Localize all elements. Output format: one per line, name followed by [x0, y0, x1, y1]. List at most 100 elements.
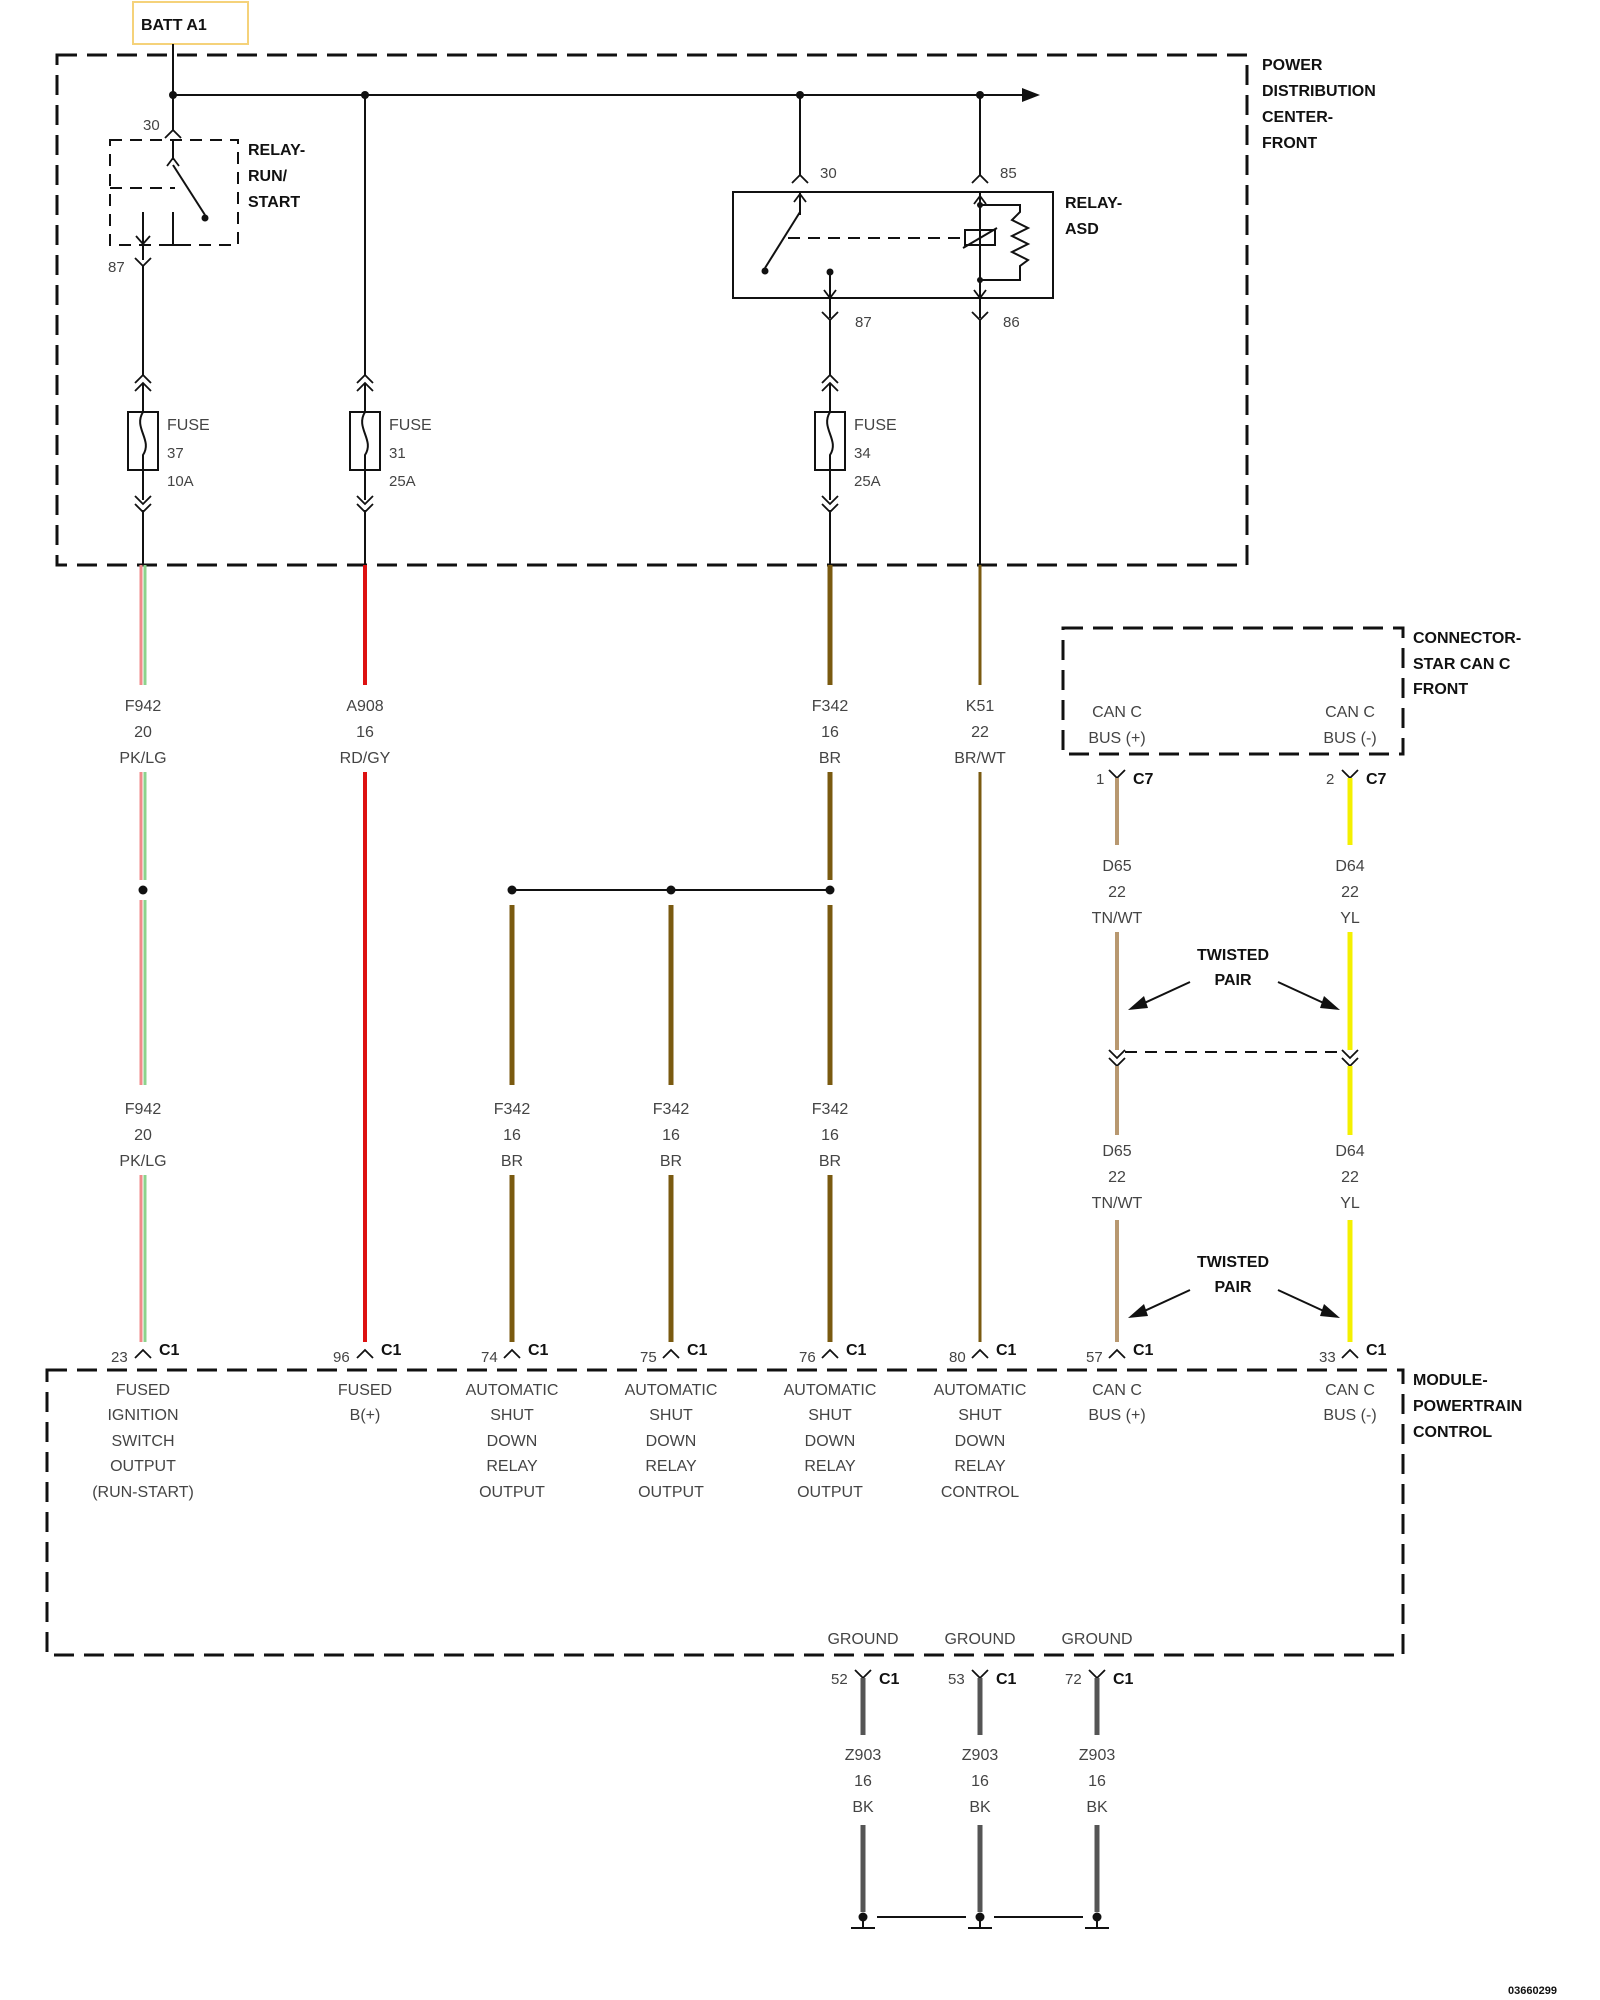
svg-text:C1: C1: [381, 1342, 402, 1359]
arrow-icon: [1320, 1304, 1340, 1318]
svg-text:GROUND: GROUND: [944, 1631, 1015, 1648]
svg-text:C1: C1: [1133, 1342, 1154, 1359]
svg-text:CAN C: CAN C: [1092, 704, 1142, 721]
pcm-pin-57: 57 C1 CAN C BUS (+): [1086, 1342, 1154, 1424]
batt-a1-label: BATT A1: [141, 17, 207, 34]
wire-label-f342-lower-2: F342 16 BR: [653, 1101, 690, 1170]
svg-text:1: 1: [1096, 771, 1104, 788]
arrow-icon: [1320, 996, 1340, 1010]
svg-text:22: 22: [1341, 884, 1359, 901]
svg-text:52: 52: [831, 1671, 848, 1688]
svg-text:C1: C1: [996, 1342, 1017, 1359]
svg-text:CENTER-: CENTER-: [1262, 109, 1333, 126]
relay-asd-pin-87: 87: [855, 314, 872, 331]
figure-id: 03660299: [1508, 1985, 1557, 1997]
star-connector-boundary: [1061, 626, 1405, 756]
svg-text:DISTRIBUTION: DISTRIBUTION: [1262, 83, 1376, 100]
svg-text:FUSE: FUSE: [389, 417, 432, 434]
svg-text:D64: D64: [1335, 858, 1364, 875]
wire-d65: [1108, 778, 1126, 1342]
svg-text:53: 53: [948, 1671, 965, 1688]
svg-text:RELAY-: RELAY-: [248, 142, 305, 159]
svg-text:RUN/: RUN/: [248, 168, 288, 185]
arrow-icon: [1128, 996, 1148, 1010]
svg-text:D64: D64: [1335, 1143, 1364, 1160]
svg-text:AUTOMATIC: AUTOMATIC: [466, 1382, 559, 1399]
svg-text:F342: F342: [494, 1101, 531, 1118]
svg-text:F942: F942: [125, 1101, 162, 1118]
svg-text:C1: C1: [1366, 1342, 1387, 1359]
svg-text:SHUT: SHUT: [649, 1407, 693, 1424]
svg-text:RELAY: RELAY: [804, 1458, 856, 1475]
svg-text:AUTOMATIC: AUTOMATIC: [625, 1382, 718, 1399]
pcm-pin-80: 80 C1 AUTOMATIC SHUT DOWN RELAY CONTROL: [934, 1342, 1027, 1501]
svg-text:C1: C1: [846, 1342, 867, 1359]
svg-text:SHUT: SHUT: [958, 1407, 1002, 1424]
svg-text:SWITCH: SWITCH: [111, 1433, 174, 1450]
svg-text:DOWN: DOWN: [646, 1433, 697, 1450]
svg-text:76: 76: [799, 1349, 816, 1366]
svg-text:BK: BK: [1086, 1799, 1108, 1816]
svg-text:TN/WT: TN/WT: [1092, 1195, 1143, 1212]
svg-text:C1: C1: [1113, 1671, 1134, 1688]
relay-run-start: 30 87 RELAY- RUN/ START: [108, 95, 305, 276]
svg-text:C1: C1: [528, 1342, 549, 1359]
svg-text:FRONT: FRONT: [1413, 681, 1468, 698]
wire-label-f942-lower: F942 20 PK/LG: [119, 1101, 166, 1170]
svg-text:BR: BR: [501, 1153, 523, 1170]
svg-text:START: START: [248, 194, 300, 211]
svg-text:YL: YL: [1340, 910, 1360, 927]
pcm-label: MODULE- POWERTRAIN CONTROL: [1413, 1372, 1522, 1441]
svg-text:RELAY: RELAY: [486, 1458, 538, 1475]
svg-text:FRONT: FRONT: [1262, 135, 1317, 152]
star-connector-label: CONNECTOR- STAR CAN C FRONT: [1413, 630, 1521, 698]
svg-text:FUSED: FUSED: [116, 1382, 170, 1399]
svg-text:ASD: ASD: [1065, 221, 1099, 238]
wire-label-f342-lower-1: F342 16 BR: [494, 1101, 531, 1170]
svg-text:TWISTED: TWISTED: [1197, 1254, 1269, 1271]
pcm-pin-96: 96 C1 FUSED B(+): [333, 1342, 402, 1424]
relay-asd: 30 85 87 86 RELAY- ASD: [732, 165, 1122, 331]
svg-text:Z903: Z903: [845, 1747, 882, 1764]
svg-text:CAN C: CAN C: [1325, 704, 1375, 721]
svg-text:72: 72: [1065, 1671, 1082, 1688]
svg-text:22: 22: [1108, 884, 1126, 901]
svg-text:C1: C1: [159, 1342, 180, 1359]
svg-text:22: 22: [1341, 1169, 1359, 1186]
svg-text:CONTROL: CONTROL: [941, 1484, 1019, 1501]
svg-text:CAN C: CAN C: [1092, 1382, 1142, 1399]
svg-text:RELAY: RELAY: [645, 1458, 697, 1475]
svg-text:CAN C: CAN C: [1325, 1382, 1375, 1399]
svg-text:16: 16: [821, 724, 839, 741]
svg-text:GROUND: GROUND: [827, 1631, 898, 1648]
svg-text:PAIR: PAIR: [1214, 972, 1251, 989]
svg-text:SHUT: SHUT: [490, 1407, 534, 1424]
svg-text:TN/WT: TN/WT: [1092, 910, 1143, 927]
svg-text:DOWN: DOWN: [487, 1433, 538, 1450]
svg-text:CONTROL: CONTROL: [1413, 1424, 1492, 1441]
svg-text:Z903: Z903: [1079, 1747, 1116, 1764]
pcm-pin-33: 33 C1 CAN C BUS (-): [1319, 1342, 1387, 1424]
svg-text:OUTPUT: OUTPUT: [638, 1484, 704, 1501]
star-pin-pos: 1 C7: [1096, 769, 1154, 788]
pdc-boundary: [55, 53, 1249, 567]
wire-f342: [507, 565, 835, 1342]
svg-text:PK/LG: PK/LG: [119, 1153, 166, 1170]
svg-text:K51: K51: [966, 698, 995, 715]
svg-text:OUTPUT: OUTPUT: [797, 1484, 863, 1501]
svg-text:F342: F342: [812, 1101, 849, 1118]
svg-text:DOWN: DOWN: [955, 1433, 1006, 1450]
svg-text:Z903: Z903: [962, 1747, 999, 1764]
svg-text:10A: 10A: [167, 473, 194, 490]
svg-text:33: 33: [1319, 1349, 1336, 1366]
bus-arrow-icon: [1022, 88, 1040, 102]
arrow-icon: [1128, 1304, 1148, 1318]
svg-text:16: 16: [662, 1127, 680, 1144]
wire-f942: [138, 565, 148, 1342]
svg-text:C7: C7: [1133, 771, 1154, 788]
asd-coil-icon: [964, 229, 996, 246]
relay-asd-pin-86: 86: [1003, 314, 1020, 331]
batt-a1-box: [132, 1, 249, 45]
svg-text:75: 75: [640, 1349, 657, 1366]
